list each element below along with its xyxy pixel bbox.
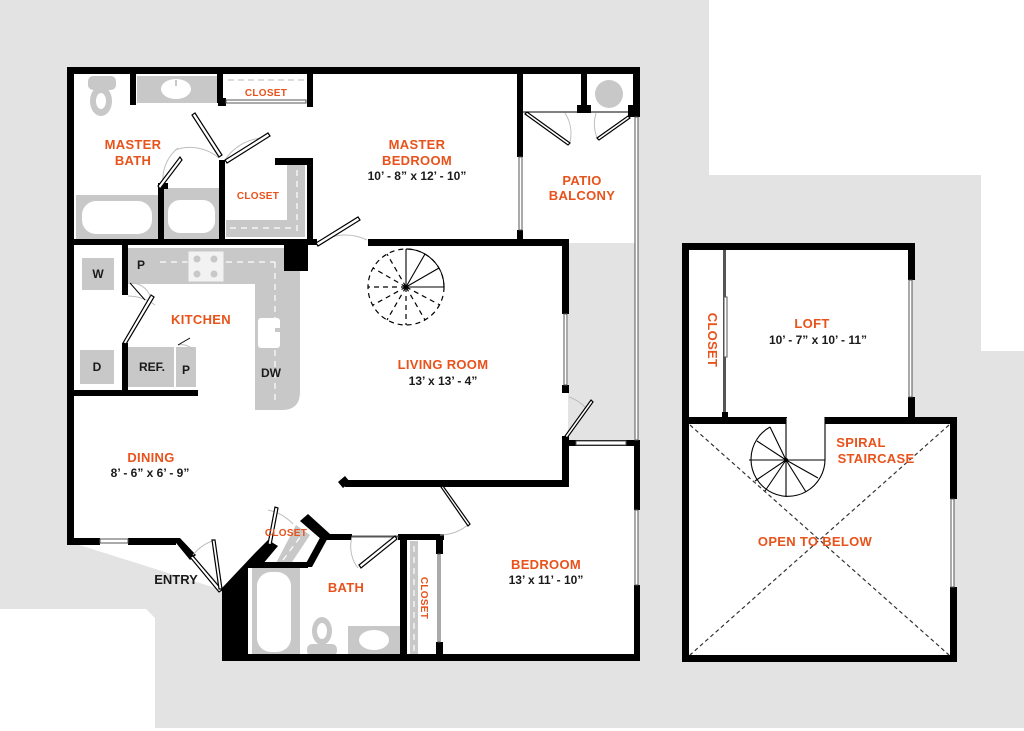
master-bedroom-dimensions: 10’ - 8” x 12’ - 10” [368,169,467,183]
shower-icon [164,188,219,240]
refrigerator-label: REF. [139,360,165,374]
dryer-label: D [93,360,102,374]
dining-label: DINING [127,450,174,465]
bedroom-dimensions: 13’ x 11’ - 10” [509,573,584,587]
master-bedroom-label: BEDROOM [382,153,452,168]
water-heater-icon [595,80,623,108]
loft-unit [682,243,957,662]
master-bath-label: MASTER [105,137,162,152]
dryer-icon [80,350,114,384]
kitchen-label: KITCHEN [171,312,231,327]
pantry-label: P [182,363,190,377]
toilet-icon [88,76,116,116]
bathtub-icon [76,195,158,240]
closet-label: CLOSET [237,191,279,202]
living-room-dimensions: 13’ x 13’ - 4” [409,374,478,388]
stove-icon [187,250,225,283]
master-bedroom-label: MASTER [389,137,446,152]
closet-label: CLOSET [418,577,429,619]
pantry-icon [176,347,196,387]
refrigerator-icon [128,347,174,387]
washer-label: W [92,267,104,281]
spiral-staircase-label: STAIRCASE [838,451,915,466]
dining-dimensions: 8’ - 6” x 6’ - 9” [111,466,190,480]
closet-label: CLOSET [265,528,307,539]
toilet-icon [307,617,337,656]
living-room-label: LIVING ROOM [398,357,489,372]
sink-icon [137,76,217,103]
room-labels: MASTER BATH CLOSET CLOSET MASTER BEDROOM… [105,88,915,619]
open-below-diagonal [689,424,950,656]
kitchen-sink-icon [258,318,284,348]
sink-icon [348,626,400,656]
doors [122,111,631,593]
spiral-stair-upper [749,417,826,497]
patio-label: BALCONY [549,188,615,203]
entry-label: ENTRY [154,572,198,587]
bath-label: BATH [328,580,364,595]
open-below-diagonal [689,424,950,656]
bathtub-icon [252,568,300,656]
walls [67,67,640,661]
fixtures [76,76,713,656]
spiral-stair-lower [367,248,445,326]
closet-label: CLOSET [245,88,287,99]
appliance-labels: W D P P REF. DW [92,258,281,380]
patio-label: PATIO [562,173,601,188]
loft-label: LOFT [794,316,829,331]
windows [99,99,639,643]
closet-label: CLOSET [705,313,720,368]
spiral-staircase-label: SPIRAL [836,435,885,450]
washer-icon [82,258,114,290]
dishwasher-label: DW [261,366,282,380]
loft-dimensions: 10’ - 7” x 10’ - 11” [769,333,867,347]
master-bath-label: BATH [115,153,151,168]
open-to-below-label: OPEN TO BELOW [758,534,873,549]
bedroom-label: BEDROOM [511,557,581,572]
pantry-label: P [137,258,145,272]
